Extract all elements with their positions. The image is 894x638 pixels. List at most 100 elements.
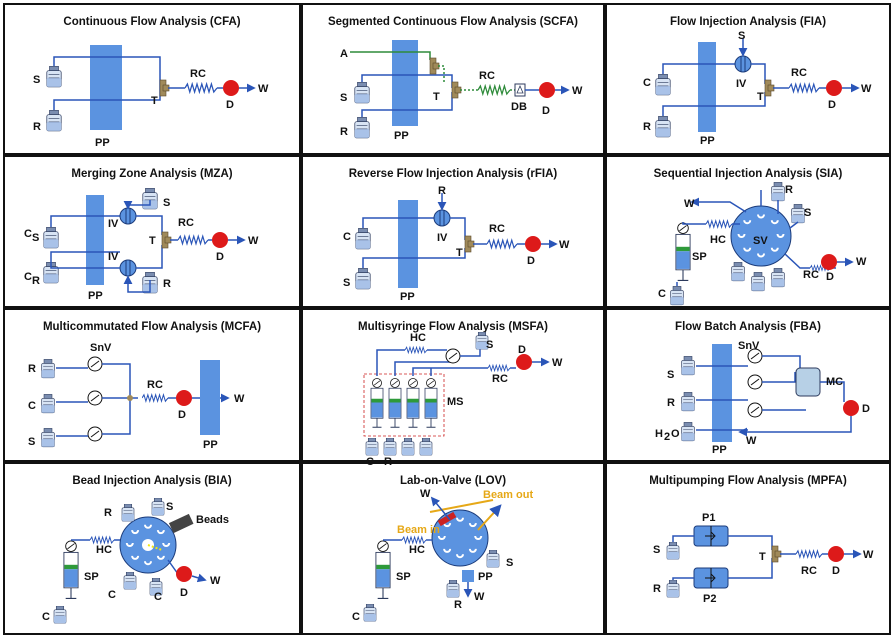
label-rc: RC xyxy=(190,68,206,80)
label-s: S xyxy=(486,339,493,351)
label-c: C xyxy=(28,400,36,412)
label-r: R xyxy=(33,121,41,133)
detector xyxy=(212,232,228,248)
panel-title: Segmented Continuous Flow Analysis (SCFA… xyxy=(328,16,578,28)
label-h2o-o: O xyxy=(671,428,680,440)
label-c: C xyxy=(643,77,651,89)
panel-title: Multipumping Flow Analysis (MPFA) xyxy=(649,475,847,487)
label-pp: PP xyxy=(700,135,715,147)
peristaltic-pump xyxy=(712,344,732,442)
panel-frame xyxy=(301,308,605,462)
label-beads: Beads xyxy=(196,514,229,526)
tubing-line xyxy=(662,92,766,116)
panel-frame xyxy=(301,155,605,308)
bead-path xyxy=(147,544,163,551)
solenoid-valve-stem xyxy=(750,378,760,386)
tubing-line xyxy=(50,251,120,262)
panel-title: Multisyringe Flow Analysis (MSFA) xyxy=(358,321,548,333)
tubing-line xyxy=(123,275,151,293)
label-w1: W xyxy=(684,198,695,210)
label-pp: PP xyxy=(203,439,218,451)
solenoid-valve-stem xyxy=(90,430,100,438)
detector xyxy=(525,236,541,252)
panel-mcfa: Multicommutated Flow Analysis (MCFA) SnV R… xyxy=(28,321,261,451)
label-iv1: IV xyxy=(108,218,119,230)
tubing-line xyxy=(690,197,747,213)
label-c: C xyxy=(343,231,351,243)
valve-port xyxy=(131,555,140,560)
label-s: S xyxy=(653,544,660,556)
valve-port xyxy=(437,535,446,540)
label-pp: PP xyxy=(95,137,110,149)
label-c3: C xyxy=(154,591,162,603)
valve-port xyxy=(743,247,752,252)
tubing-line xyxy=(136,245,163,269)
beads-container xyxy=(168,513,194,534)
label-pp: PP xyxy=(478,571,493,583)
label-rc: RC xyxy=(803,269,819,281)
label-d: D xyxy=(828,99,836,111)
injection-valve xyxy=(119,207,137,225)
label-iv: IV xyxy=(437,232,448,244)
label-d: D xyxy=(542,105,550,117)
panel-rfia: Reverse Flow Injection Analysis (rFIA)RC… xyxy=(343,168,570,303)
label-sv: SV xyxy=(753,235,768,247)
injection-valve xyxy=(734,55,752,73)
tubing-line xyxy=(412,367,470,376)
label-c: C xyxy=(658,288,666,300)
panel-title: Multicommutated Flow Analysis (MCFA) xyxy=(43,321,261,333)
detector xyxy=(516,354,532,370)
mixing-chamber xyxy=(795,367,821,397)
valve-port xyxy=(468,522,477,528)
label-hc: HC xyxy=(410,332,426,344)
label-w2: W xyxy=(474,591,485,603)
valve-port xyxy=(443,548,452,553)
label-s: S xyxy=(28,436,35,448)
tubing-line xyxy=(376,349,405,376)
label-rc: RC xyxy=(492,373,508,385)
label-s: S xyxy=(804,207,811,219)
label-a: A xyxy=(340,48,348,60)
label-w: W xyxy=(559,239,570,251)
debubbler-icon xyxy=(516,84,524,94)
label-hc: HC xyxy=(409,544,425,556)
panel-title: Continuous Flow Analysis (CFA) xyxy=(63,16,240,28)
tubing-line xyxy=(361,92,453,117)
valve-port xyxy=(156,529,165,535)
detector xyxy=(821,254,837,270)
label-iv: IV xyxy=(736,78,747,90)
valve-port xyxy=(156,555,165,560)
label-pp: PP xyxy=(394,130,409,142)
detector xyxy=(176,390,192,406)
label-pp: PP xyxy=(712,444,727,456)
tubing-line xyxy=(672,577,694,580)
tubing-line xyxy=(789,221,799,229)
pump-arrow xyxy=(705,526,716,546)
valve-port xyxy=(125,542,134,547)
beam-out-arrow xyxy=(477,504,502,531)
tubing-line xyxy=(672,535,694,542)
label-snv: SnV xyxy=(90,342,112,354)
tubing-line xyxy=(53,56,161,80)
label-w: W xyxy=(552,357,563,369)
tubing-line xyxy=(662,63,735,74)
label-w: W xyxy=(234,393,245,405)
label-r: R xyxy=(28,363,36,375)
label-hc: HC xyxy=(710,234,726,246)
tubing-line xyxy=(362,217,434,228)
tubing-line xyxy=(728,558,773,579)
label-r: R xyxy=(384,456,392,468)
label-sp: SP xyxy=(692,251,707,263)
label-rc: RC xyxy=(178,217,194,229)
tubing-line xyxy=(50,215,120,227)
tubing-line xyxy=(361,74,453,88)
pump-arrow xyxy=(705,568,716,588)
label-p1: P1 xyxy=(702,512,715,524)
valve-port xyxy=(144,524,152,529)
tubing-line xyxy=(50,262,120,269)
